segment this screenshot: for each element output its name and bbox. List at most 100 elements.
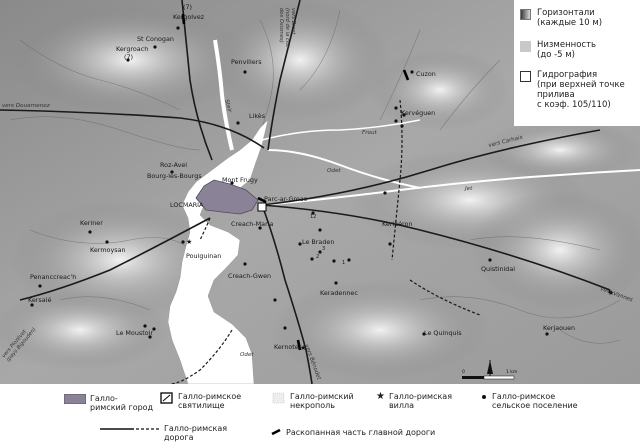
road-plozevet [19, 217, 211, 301]
label-kernoter: Kernoter [274, 343, 302, 351]
road-benodet [261, 204, 313, 384]
label-roz-avel: Roz-Avel [160, 161, 187, 169]
label-river-frout: Frout [362, 130, 377, 136]
label-penanccreach: Penanccreac'h [30, 273, 76, 281]
scale-end: 1 km [506, 369, 517, 375]
label-river-jet: Jet [464, 186, 473, 192]
place-labels: Kergolvez (7) St Conogan Kergroach (7) P… [28, 3, 575, 351]
legend-settlement-text: Галло-римское сельское поселение [492, 392, 578, 410]
label-poulguinan: Poulguinan [186, 252, 221, 260]
legend-contours-text: Горизонтали (каждые 10 м) [537, 8, 603, 28]
label-locmaria: LOCMARIA [170, 201, 204, 209]
road-vannes [261, 204, 611, 291]
label-creach-gwen: Creach-Gwen [228, 272, 271, 280]
legend-relief: Горизонтали (каждые 10 м) Низменность (д… [514, 0, 640, 126]
legend-excavated: Раскопанная часть главной дороги [270, 428, 435, 437]
svg-text:★: ★ [300, 344, 306, 352]
label-creach-maria: Creach-Maria [231, 220, 273, 228]
label-vers-douarnenez: vers Douarnenez [2, 103, 51, 109]
road-brest-west [181, 0, 213, 161]
scale-zero: 0 [462, 369, 465, 375]
label-vers-brest: vers Brest (nord de la citédes Osismes) [278, 8, 296, 47]
label-river-odet-south: Odet [240, 352, 254, 358]
legend-city: Галло- римский город [64, 394, 153, 412]
label-le-quinquis: Le Quinquis [424, 329, 462, 337]
label-river-steir: Steir [223, 99, 232, 114]
label-num-2: 2 [316, 254, 319, 260]
label-kergolvez: Kergolvez [173, 13, 205, 21]
road-label-line: (nord de la cité [284, 8, 291, 47]
road-carhaix [261, 129, 601, 206]
roman-roads-dashed [169, 99, 481, 384]
scale-bar: 0 1 km [462, 369, 517, 380]
svg-text:★: ★ [608, 289, 614, 297]
legend-lowland: Низменность (до -5 м) [520, 40, 638, 60]
legend-city-text: Галло- римский город [90, 394, 154, 412]
label-kerveguen: Kervéguen [401, 109, 435, 117]
legend-sanctuary-text: Галло-римское святилище [178, 392, 242, 410]
legend-sanctuary: Галло-римское святилище [160, 392, 241, 410]
label-kermoysan: Kermoysan [90, 246, 126, 254]
label-kerjaouen: Kerjaouen [543, 324, 575, 332]
legend-necropolis: Галло-римский некрополь [272, 392, 354, 410]
label-parc-ar-groas: Parc-ar-Groas [264, 195, 308, 203]
label-kergroach: Kergroach [116, 45, 148, 53]
river-labels: Frout Odet Jet Steir Odet [223, 99, 473, 358]
label-kerlaeron: Kerlaéron [382, 220, 413, 228]
sanctuary-icon [160, 392, 173, 404]
excavated-road-segments [181, 13, 410, 351]
legend-contours: Горизонтали (каждые 10 м) [520, 8, 638, 28]
lowland-swatch [520, 41, 531, 52]
odet-upper-river [267, 149, 421, 189]
label-penvillers: Penvillers [231, 58, 262, 66]
label-marker-7: (7) [183, 3, 192, 11]
road-brest-east [267, 0, 301, 151]
label-kersale: Kersalé [28, 296, 51, 304]
label-le-moustoir: Le Moustoir [116, 329, 153, 337]
legend-hydrography-text: Гидрография (при верхней точке прилива с… [537, 70, 625, 110]
legend-villa: ★ Галло-римская вилла [376, 391, 453, 411]
jet-river [261, 169, 640, 206]
frout-river [261, 119, 421, 141]
legend-hydrography: Гидрография (при верхней точке прилива с… [520, 70, 638, 110]
villas: ★ ★ ★ [186, 238, 614, 352]
contour-valleys [9, 9, 621, 344]
settlement-dot-icon [482, 395, 486, 399]
label-le-braden: Le Braden [302, 238, 334, 246]
label-st-conogan: St Conogan [137, 35, 174, 43]
label-keradennec: Keradennec [320, 289, 358, 297]
legend-necropolis-text: Галло-римский некрополь [290, 392, 354, 410]
legend-excavated-text: Раскопанная часть главной дороги [286, 428, 436, 437]
svg-text:★: ★ [186, 238, 192, 246]
label-bourg-les-bourgs: Bourg-les-Bourgs [147, 172, 202, 180]
label-kergroach-7: (7) [124, 53, 133, 61]
label-vers-brest-text: vers Brest [290, 8, 296, 35]
road-line-icon [100, 428, 160, 430]
legend-road: Галло-римская дорога [100, 424, 227, 442]
legend-villa-text: Галло-римская вилла [388, 392, 453, 410]
legend-lowland-text: Низменность (до -5 м) [537, 40, 597, 60]
rural-settlements [30, 26, 612, 339]
label-quistinidal: Quistinidal [481, 265, 515, 273]
label-num-1: 1 [342, 260, 345, 266]
steir-river [213, 39, 234, 151]
north-arrow [487, 360, 493, 378]
gallo-roman-city [195, 179, 259, 215]
legend-settlement: Галло-римское сельское поселение [480, 392, 578, 410]
necropolis-icon [272, 392, 285, 404]
road-douarnenez [0, 109, 265, 149]
sanctuary-symbol [257, 202, 267, 212]
odet-estuary [167, 119, 269, 384]
hydrography-swatch [520, 71, 531, 82]
legend-symbols: Галло- римский город Галло-римское святи… [0, 384, 640, 448]
label-cuzon: Cuzon [416, 70, 436, 78]
roman-roads [0, 0, 611, 384]
label-likes: Likès [249, 112, 266, 120]
label-num-3: 3 [322, 246, 325, 252]
legend-road-text: Галло-римская дорога [164, 424, 228, 442]
villa-star-icon: ★ [376, 391, 385, 402]
contour-swatch [520, 9, 531, 20]
road-label-line: des Osismes) [278, 8, 284, 43]
label-river-odet-north: Odet [327, 168, 341, 174]
